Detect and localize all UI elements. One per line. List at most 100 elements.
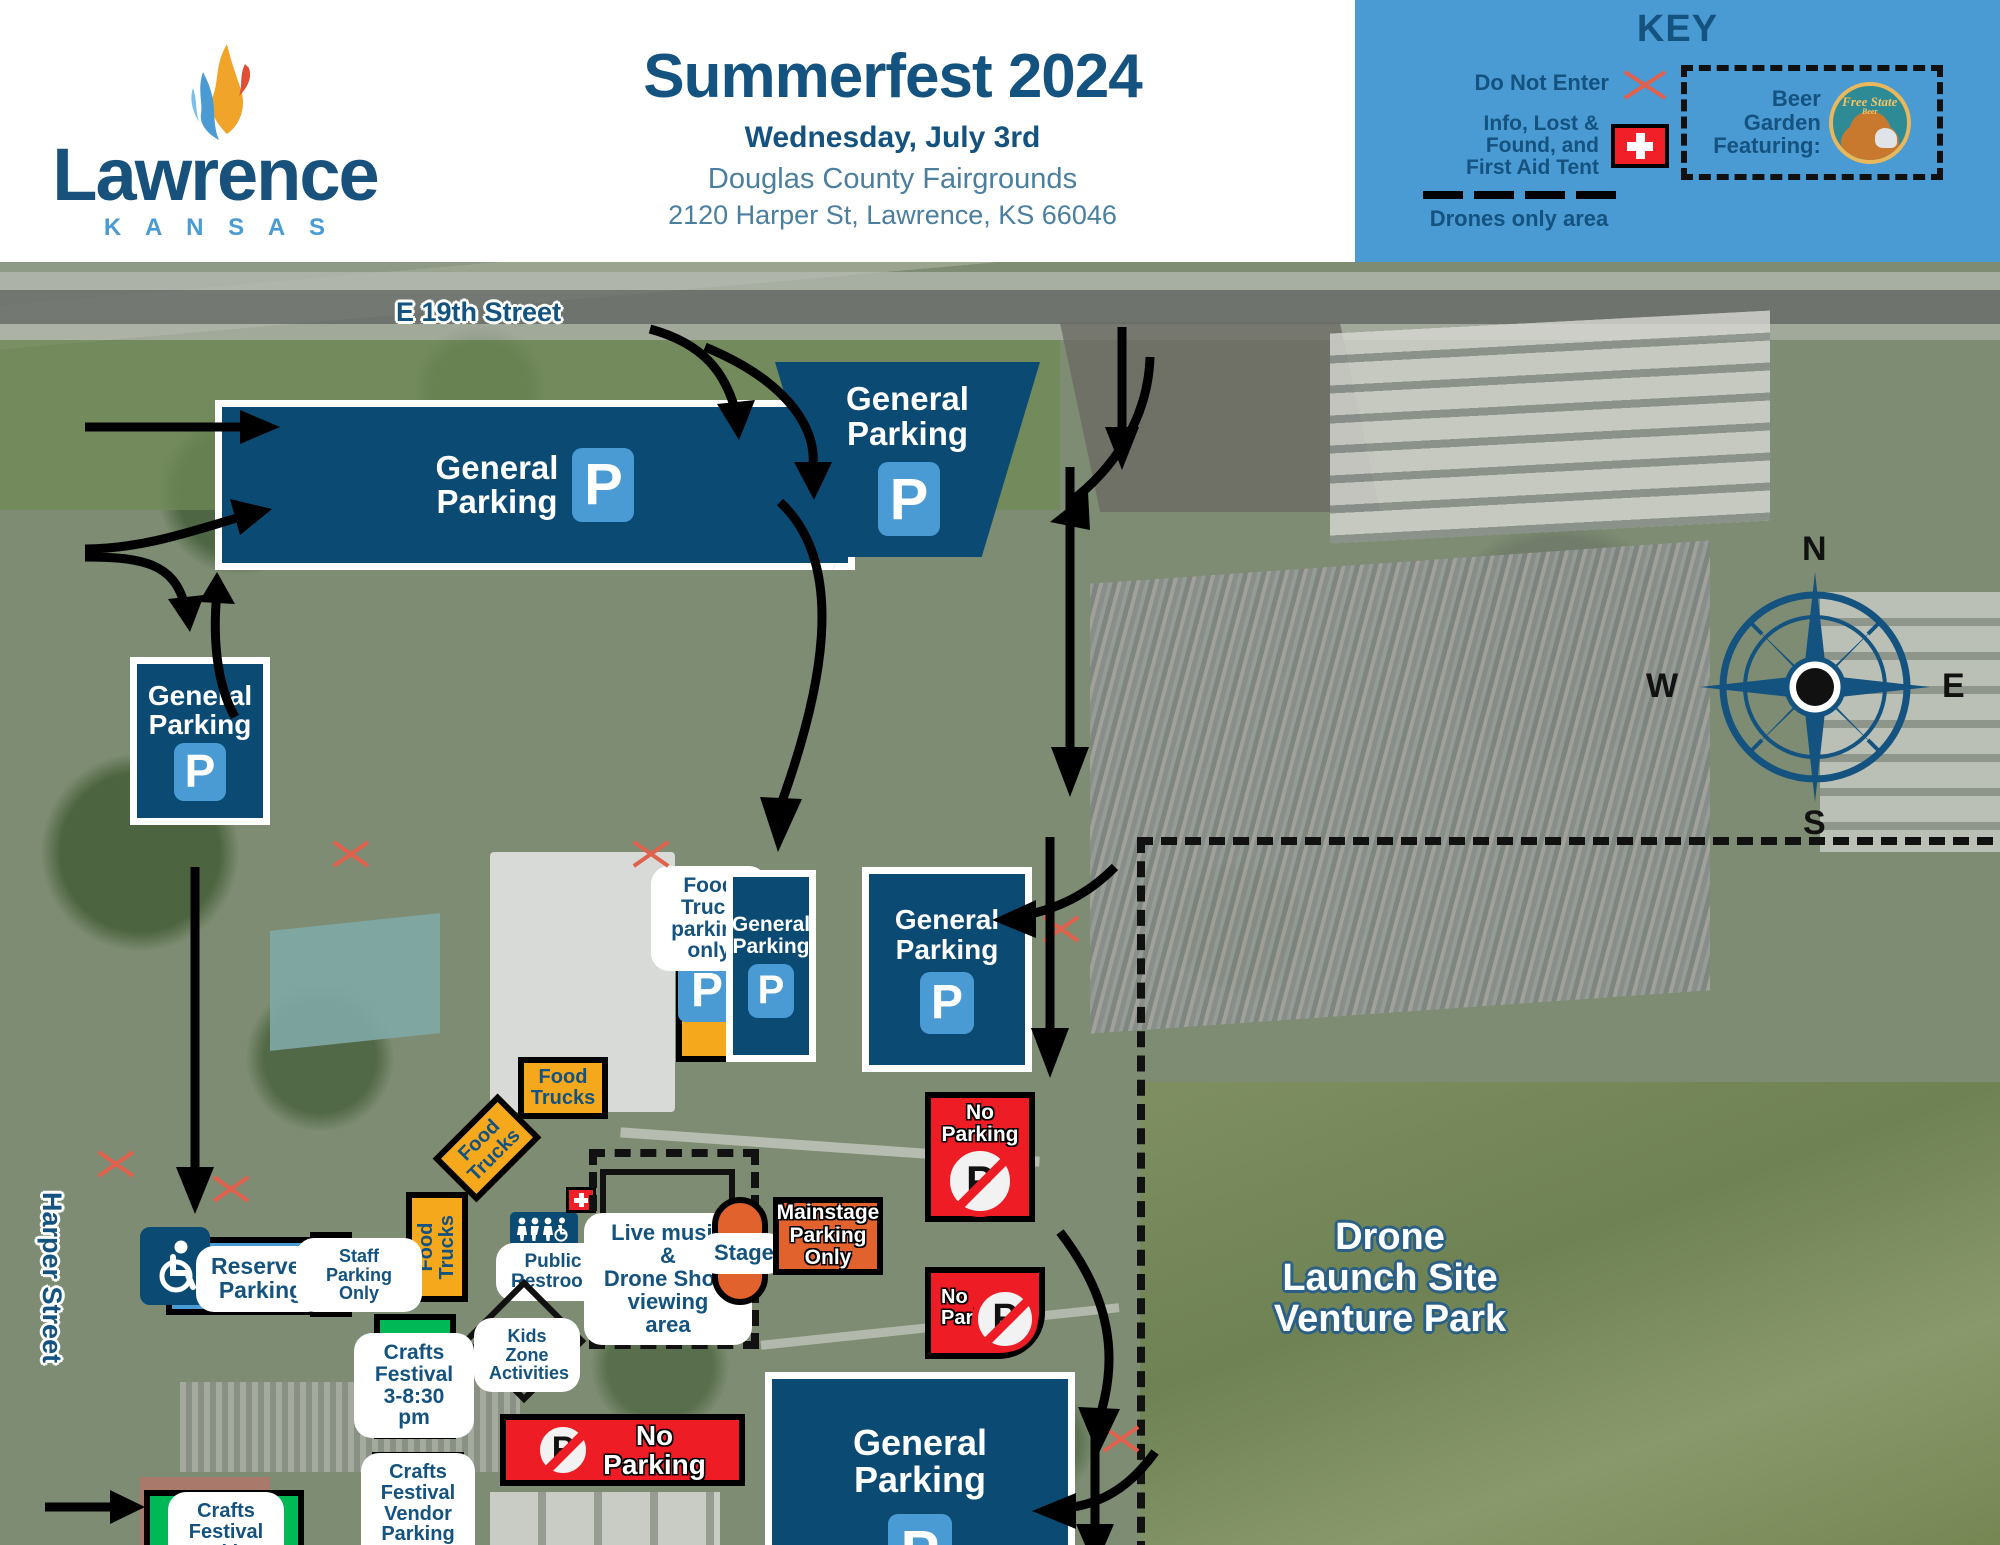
beer-line3: Featuring: — [1713, 133, 1821, 159]
first-aid-icon — [1611, 124, 1669, 169]
key-item-do-not-enter: Do Not Enter — [1369, 61, 1669, 105]
compass-south: S — [1803, 804, 1826, 842]
traffic-arrow — [645, 324, 775, 444]
gp-label: General Parking — [435, 448, 559, 520]
key-label-do-not-enter: Do Not Enter — [1474, 70, 1609, 96]
free-state-beer-logo: Free State Beer — [1828, 81, 1911, 164]
dashed-line-icon — [1422, 191, 1616, 200]
logo-state: K A N S A S — [103, 214, 335, 242]
food-trucks-label: Food Trucks — [454, 1115, 525, 1186]
key-label-drones-only: Drones only area — [1429, 206, 1609, 232]
street-label-e-19th: E 19th Street — [396, 297, 562, 327]
drone-launch-site-label: Drone Launch Site Venture Park — [1200, 1216, 1580, 1341]
flame-icon — [173, 42, 269, 146]
key-item-first-aid: Info, Lost & Found, and First Aid Tent — [1369, 112, 1669, 180]
parking-p-icon: P — [174, 743, 226, 802]
gp-label: General Parking — [894, 904, 1000, 965]
traffic-arrow — [1060, 1412, 1130, 1545]
page-header: Lawrence K A N S A S Summerfest 2024 Wed… — [0, 0, 2000, 262]
city-logo: Lawrence K A N S A S — [0, 0, 430, 262]
traffic-arrow — [660, 497, 840, 867]
parking-p-icon: P — [888, 1514, 952, 1545]
event-address: 2120 Harper St, Lawrence, KS 66046 — [668, 200, 1117, 231]
traffic-arrow — [80, 527, 240, 637]
drone-launch-line1: Drone — [1335, 1216, 1445, 1258]
event-venue: Douglas County Fairgrounds — [707, 163, 1078, 196]
general-parking-center[interactable]: General Parking P — [862, 867, 1032, 1072]
wheelchair-icon — [140, 1227, 210, 1305]
traffic-arrow — [1020, 832, 1080, 1082]
traffic-arrow — [80, 487, 280, 577]
food-trucks-label: Food Trucks — [415, 1214, 458, 1280]
beer-line1: Beer — [1771, 85, 1821, 111]
no-parking-icon: P — [972, 1286, 1038, 1352]
no-parking-icon: P — [534, 1421, 593, 1479]
no-parking-label: No Parking — [941, 1100, 1019, 1146]
key-label-first-aid: Info, Lost & Found, and First Aid Tent — [1466, 112, 1599, 180]
drone-launch-line2: Launch Site — [1282, 1257, 1498, 1300]
no-parking-label: No Parking — [603, 1419, 706, 1480]
parking-p-icon: P — [878, 462, 940, 536]
key-label-beer-garden: Beer Garden Featuring: — [1713, 87, 1821, 158]
beer-brand-text: Free State Beer — [1833, 95, 1907, 116]
kids-zone-label[interactable]: Kids Zone Activities — [478, 1322, 576, 1389]
map-key-panel: KEY Do Not Enter Info, Lost & Found, and… — [1355, 0, 2000, 262]
crafts-festival-parking-label: Crafts Festival Parking — [172, 1496, 280, 1545]
compass-north: N — [1802, 530, 1827, 568]
key-item-beer-garden: Beer Garden Featuring: Free State Beer — [1681, 65, 1943, 180]
no-parking-area-2[interactable]: No Parking P — [925, 1267, 1045, 1359]
parking-p-icon: P — [748, 963, 794, 1018]
key-item-drones-only: Drones only area — [1369, 191, 1669, 230]
beer-line2: Garden — [1743, 109, 1821, 135]
first-aid-line3: First Aid Tent — [1466, 156, 1599, 180]
drone-launch-zone-boundary — [1137, 837, 2000, 1545]
no-parking-area-3[interactable]: P No Parking — [500, 1414, 745, 1486]
stage-label: Stage — [703, 1237, 781, 1270]
crafts-vendor-parking-label: Crafts Festival Vendor Parking ONLY — [365, 1457, 471, 1545]
drone-launch-line3: Venture Park — [1273, 1298, 1507, 1341]
event-date: Wednesday, July 3rd — [744, 121, 1041, 155]
compass-east: E — [1942, 667, 1965, 705]
traffic-arrow — [990, 862, 1120, 972]
compass-rose: N S W E — [1646, 530, 1965, 842]
food-trucks-area-1[interactable]: Food Trucks — [518, 1057, 608, 1119]
general-parking-south[interactable]: General Parking P — [765, 1372, 1075, 1545]
mainstage-parking-area[interactable]: Mainstage Parking Only — [773, 1197, 883, 1275]
beer-brand-name: Free State — [1842, 93, 1898, 109]
traffic-arrow — [700, 342, 840, 502]
crafts-festival-label: Crafts Festival 3-8:30 pm — [358, 1337, 470, 1435]
no-parking-area-1[interactable]: No Parking P — [925, 1092, 1035, 1222]
parking-p-icon: P — [920, 971, 974, 1034]
first-aid-line2: Found, and — [1485, 134, 1599, 158]
fairgrounds-map[interactable]: E 19th Street Harper Street Drone Launch… — [0, 262, 2000, 1545]
traffic-arrow — [1030, 1447, 1160, 1537]
food-trucks-label: Food Trucks — [530, 1066, 596, 1109]
mainstage-parking-label: Mainstage Parking Only — [776, 1201, 880, 1270]
page-title: Summerfest 2024 — [643, 41, 1142, 111]
traffic-arrow — [1040, 462, 1100, 802]
street-label-harper: Harper Street — [37, 1192, 67, 1364]
falcon-icon — [1840, 121, 1899, 160]
traffic-arrow — [40, 1487, 150, 1527]
beer-brand-sub: Beer — [1862, 106, 1878, 116]
event-title-block: Summerfest 2024 Wednesday, July 3rd Doug… — [430, 0, 1355, 262]
restroom-icon — [510, 1212, 578, 1246]
staff-parking-label: Staff Parking Only — [300, 1242, 418, 1309]
gp-label: General Parking — [731, 913, 811, 958]
gp-label: General Parking — [852, 1421, 988, 1500]
do-not-enter-icon — [95, 1142, 137, 1182]
traffic-arrow — [165, 862, 225, 1222]
compass-west: W — [1646, 667, 1679, 705]
do-not-enter-icon — [1621, 61, 1669, 105]
general-parking-narrow-mid[interactable]: General Parking P — [726, 870, 816, 1062]
do-not-enter-icon — [330, 832, 372, 872]
parking-p-icon: P — [572, 448, 635, 522]
logo-wordmark: Lawrence — [52, 132, 379, 216]
general-parking-west[interactable]: General Parking P — [130, 657, 270, 825]
no-parking-icon: P — [944, 1145, 1016, 1218]
traffic-arrow — [175, 572, 255, 722]
traffic-arrow — [80, 392, 290, 462]
key-title: KEY — [1636, 8, 1719, 50]
first-aid-line1: Info, Lost & — [1483, 112, 1599, 135]
general-parking-north-trapezoid-label: General Parking — [846, 380, 969, 452]
